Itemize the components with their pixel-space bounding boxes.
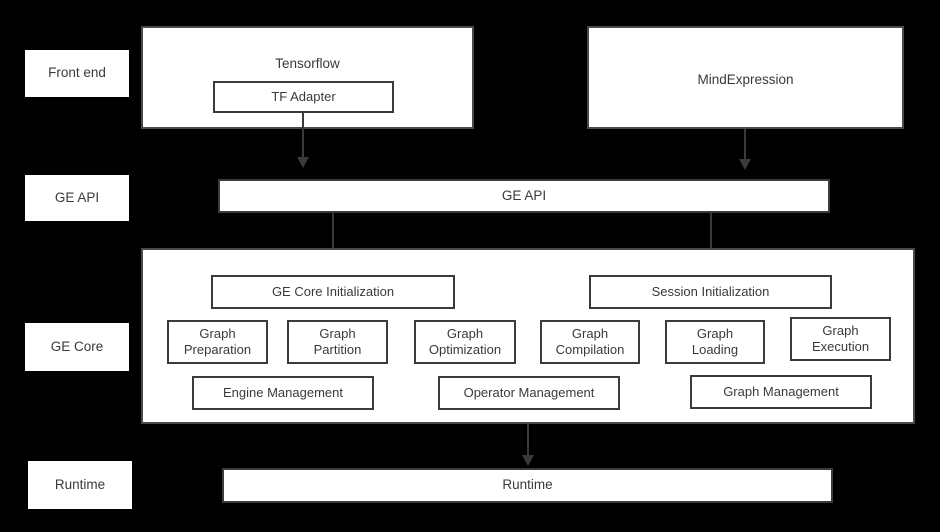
graph-loading-node[interactable]: Graph Loading [665, 320, 765, 364]
stage-label-text: GE Core [50, 338, 104, 354]
stage-label-runtime: Runtime [28, 461, 132, 509]
ge-core-initialization-node[interactable]: GE Core Initialization [211, 275, 455, 309]
ge-core-initialization-label: GE Core Initialization [271, 284, 395, 300]
operator-management-label: Operator Management [463, 385, 595, 401]
stage-label-ge-api: GE API [25, 175, 129, 221]
graph-loading-label: Graph Loading [691, 326, 739, 357]
graph-optimization-node[interactable]: Graph Optimization [414, 320, 516, 364]
stage-label-text: GE API [54, 189, 100, 205]
mindexpression-panel[interactable]: MindExpression [587, 26, 904, 129]
graph-execution-node[interactable]: Graph Execution [790, 317, 891, 361]
connector-ge-api-to-ge-core-init [332, 213, 334, 254]
session-initialization-label: Session Initialization [651, 284, 770, 300]
operator-management-node[interactable]: Operator Management [438, 376, 620, 410]
stage-label-front-end: Front end [25, 50, 129, 97]
tensorflow-panel[interactable]: Tensorflow [141, 26, 474, 129]
tf-adapter-node[interactable]: TF Adapter [213, 81, 394, 113]
arrowhead-mindexpression-to-ge-api [739, 159, 751, 170]
ge-api-bar-label: GE API [501, 187, 547, 203]
graph-compilation-node[interactable]: Graph Compilation [540, 320, 640, 364]
engine-management-label: Engine Management [223, 385, 343, 401]
arrowhead-tf-adapter-to-ge-api [297, 157, 309, 168]
ge-api-bar[interactable]: GE API [218, 179, 830, 213]
connector-tf-adapter-to-ge-api [302, 113, 304, 159]
runtime-bar-label: Runtime [502, 477, 553, 493]
mindexpression-panel-title: MindExpression [697, 72, 794, 87]
graph-optimization-label: Graph Optimization [428, 326, 502, 357]
tensorflow-panel-title: Tensorflow [275, 56, 340, 71]
graph-management-node[interactable]: Graph Management [690, 375, 872, 409]
engine-management-node[interactable]: Engine Management [192, 376, 374, 410]
connector-ge-api-to-session-init [710, 213, 712, 254]
graph-preparation-node[interactable]: Graph Preparation [167, 320, 268, 364]
graph-partition-node[interactable]: Graph Partition [287, 320, 388, 364]
graph-partition-label: Graph Partition [313, 326, 362, 357]
tf-adapter-label: TF Adapter [271, 89, 336, 105]
connector-ge-core-to-runtime [527, 424, 529, 457]
stage-label-text: Runtime [54, 476, 106, 492]
graph-execution-label: Graph Execution [811, 323, 870, 354]
graph-preparation-label: Graph Preparation [183, 326, 252, 357]
session-initialization-node[interactable]: Session Initialization [589, 275, 832, 309]
stage-label-text: Front end [48, 65, 106, 81]
connector-mindexpression-to-ge-api [744, 129, 746, 161]
stage-label-ge-core: GE Core [25, 323, 129, 371]
graph-management-label: Graph Management [723, 384, 839, 400]
arrowhead-ge-core-to-runtime [522, 455, 534, 466]
runtime-bar[interactable]: Runtime [222, 468, 833, 503]
graph-compilation-label: Graph Compilation [555, 326, 625, 357]
